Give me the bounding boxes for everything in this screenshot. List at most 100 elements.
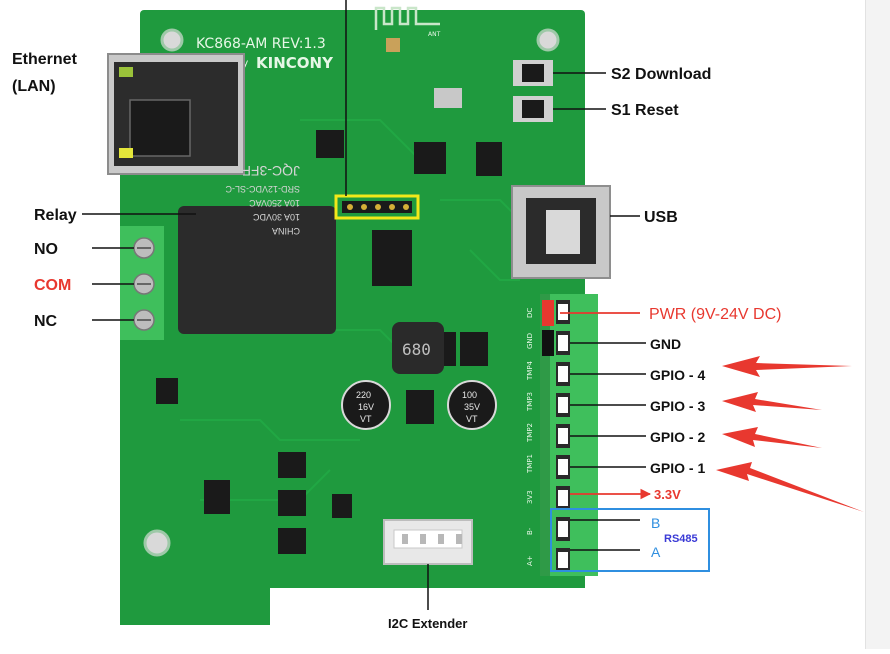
switch-s1 — [513, 96, 553, 122]
terminal-slot-opening — [558, 490, 568, 506]
ethernet-jack — [107, 53, 245, 175]
terminal-silk-label: 3V3 — [526, 490, 534, 504]
ethernet-led-bottom — [119, 148, 133, 158]
terminal-silk-label: TMP2 — [526, 423, 534, 443]
label-3v3: 3.3V — [654, 487, 681, 502]
chip-u2 — [476, 142, 502, 176]
header-highlight — [334, 194, 420, 220]
svg-text:680: 680 — [402, 340, 431, 359]
io-terminal-block — [540, 294, 598, 576]
label-nc: NC — [34, 313, 58, 330]
gnd-black-marker — [542, 330, 554, 356]
terminal-slot-opening — [558, 459, 568, 475]
capacitor-1: 220 16V VT — [341, 380, 391, 430]
svg-text:ANT: ANT — [428, 31, 441, 38]
antenna: ANT — [374, 6, 441, 52]
terminal-silk-label: GND — [526, 333, 534, 349]
label-gpio1: GPIO - 1 — [650, 460, 705, 476]
svg-text:16V: 16V — [358, 402, 374, 412]
svg-text:VT: VT — [466, 414, 478, 424]
terminal-slot-opening — [558, 428, 568, 444]
label-gpio4: GPIO - 4 — [650, 367, 705, 383]
label-b: B — [651, 515, 660, 531]
terminal-silk-label: A+ — [526, 555, 534, 566]
usb-connector — [511, 185, 611, 279]
chip-d1 — [278, 452, 306, 478]
board-title: KC868-AM REV:1.3 — [196, 36, 326, 52]
chip-u7 — [372, 230, 412, 286]
chip-d3 — [278, 528, 306, 554]
chip-u10 — [406, 390, 434, 424]
terminal-slot-opening — [558, 521, 568, 537]
svg-text:220: 220 — [356, 390, 371, 400]
arrow-gpio2 — [722, 427, 822, 448]
terminal-silk-label: B- — [526, 527, 534, 535]
label-gpio2: GPIO - 2 — [650, 429, 705, 445]
header-pins — [334, 0, 420, 220]
red-arrows — [716, 356, 864, 512]
label-s2-download: S2 Download — [611, 66, 711, 83]
relay-terminal-block — [120, 226, 164, 340]
terminal-slot-opening — [558, 397, 568, 413]
chip-u4 — [332, 494, 352, 518]
terminal-silk-label: TMP3 — [526, 392, 534, 412]
diode-d4 — [460, 332, 488, 366]
label-relay: Relay — [34, 207, 77, 224]
inductor: 680 — [392, 322, 444, 374]
chip-esp — [414, 142, 446, 174]
label-com: COM — [34, 277, 71, 294]
right-leader-lines — [553, 72, 646, 551]
chip-q1 — [156, 378, 178, 404]
svg-text:100: 100 — [462, 390, 477, 400]
antenna-connector — [386, 38, 400, 52]
arrow-gpio4 — [722, 356, 852, 377]
label-a: A — [651, 544, 661, 560]
svg-text:35V: 35V — [464, 402, 480, 412]
terminal-slot-opening — [558, 366, 568, 382]
terminal-silk-label: TMP1 — [526, 454, 534, 474]
svg-text:10A 30VDC: 10A 30VDC — [252, 212, 300, 222]
left-leader-lines — [82, 213, 429, 610]
page-scrollbar[interactable] — [865, 0, 890, 649]
label-usb: USB — [644, 209, 678, 226]
i2c-connector — [383, 519, 473, 565]
capacitor-2: 100 35V VT — [447, 380, 497, 430]
arrow-gpio1 — [716, 462, 864, 512]
terminal-silk-label: DC — [526, 308, 534, 318]
svg-text:SRD-12VDC-SL-C: SRD-12VDC-SL-C — [225, 184, 300, 194]
red-leader-lines — [560, 312, 652, 500]
label-no: NO — [34, 241, 58, 258]
terminal-slots — [556, 300, 570, 572]
label-i2c-extender: I2C Extender — [388, 616, 467, 631]
rs485-box — [550, 508, 710, 572]
terminal-slot-opening — [558, 335, 568, 351]
arrow-gpio3 — [722, 392, 822, 412]
mounting-holes — [143, 28, 560, 557]
ethernet-led-top — [119, 67, 133, 77]
terminal-slot-opening — [558, 304, 568, 320]
label-gnd: GND — [650, 336, 681, 352]
terminal-slot-opening — [558, 552, 568, 568]
chip-u1 — [316, 130, 344, 158]
board-brand: KINCONY — [256, 54, 334, 72]
svg-text:VT: VT — [360, 414, 372, 424]
svg-text:10A 250VAC: 10A 250VAC — [249, 198, 300, 208]
terminal-silk-label: TMP4 — [526, 360, 534, 381]
chip-u3 — [204, 480, 230, 514]
label-rs485: RS485 — [664, 533, 698, 545]
pwr-red-marker — [542, 300, 554, 326]
label-pwr: PWR (9V-24V DC) — [649, 306, 781, 323]
label-gpio3: GPIO - 3 — [650, 398, 705, 414]
label-lan: (LAN) — [12, 78, 56, 95]
svg-text:CHINA: CHINA — [272, 226, 300, 236]
label-s1-reset: S1 Reset — [611, 102, 679, 119]
label-ethernet: Ethernet — [12, 51, 78, 68]
svg-text:JQC-3FF: JQC-3FF — [242, 163, 300, 179]
switch-s2 — [513, 60, 553, 86]
chip-d2 — [278, 490, 306, 516]
crystal — [434, 88, 462, 108]
relay-component: CHINA 10A 30VDC 10A 250VAC SRD-12VDC-SL-… — [178, 163, 336, 334]
